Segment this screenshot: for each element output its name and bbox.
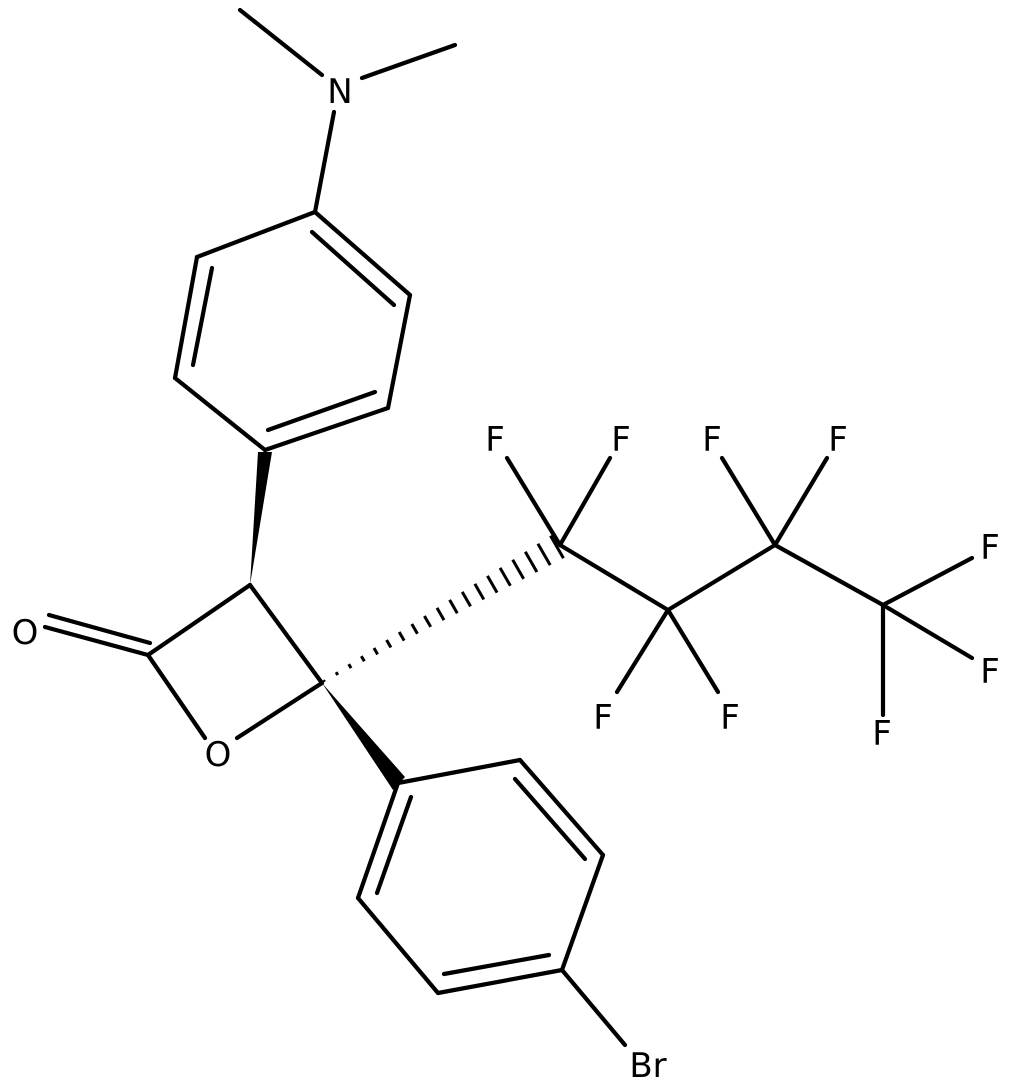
bond-ar1-a — [312, 209, 413, 298]
bond-ar2-br — [559, 967, 628, 1048]
bond-cf3-f7 — [880, 555, 975, 608]
bond-oring-c4 — [234, 680, 325, 741]
hash-segment — [372, 647, 379, 656]
hash-segment — [460, 591, 472, 608]
bond-cf3-f8 — [880, 602, 975, 661]
wedge-c4-aryl — [322, 683, 405, 790]
bond-cf2a-cf2b — [557, 542, 671, 613]
atom-f8: F — [980, 652, 1000, 692]
hash-segment — [536, 543, 552, 566]
hash-segment — [448, 599, 459, 614]
atom-f6: F — [720, 698, 740, 738]
bond-c3-c2 — [145, 582, 253, 658]
hash-segment — [360, 655, 366, 663]
bond-cf2a-f2 — [557, 455, 613, 548]
bond-cf2b-cf2c — [665, 542, 778, 613]
bond-ar1-d — [172, 375, 268, 453]
hash-segment — [549, 534, 565, 560]
hash-segment — [347, 663, 353, 669]
hash-segment — [410, 623, 419, 635]
bond-ar1-b — [385, 292, 413, 411]
atom-n-amine: N — [327, 72, 352, 112]
hash-segment — [334, 671, 340, 676]
hash-segment — [385, 639, 393, 649]
bond-ar2-b — [517, 757, 606, 858]
atom-br: Br — [629, 1046, 666, 1086]
bond-cf2b-f5 — [614, 607, 671, 695]
bond-ar1-e-inner — [190, 265, 215, 368]
atom-f9: F — [872, 714, 892, 754]
bond-cf2c-f4 — [772, 455, 830, 548]
bond-cf2c-f3 — [719, 455, 778, 548]
bond-ar2-f-inner — [374, 794, 414, 896]
hash-segment — [498, 567, 512, 587]
bond-ar2-c — [559, 852, 606, 973]
hash-segment — [322, 679, 326, 683]
hash-segment — [511, 559, 525, 580]
hash-segment — [435, 607, 446, 621]
bond-ar2-a — [395, 757, 523, 786]
bond-ar2-d — [435, 967, 565, 996]
bond-ar1-c-inner — [265, 389, 378, 433]
atom-f4: F — [828, 420, 848, 460]
bond-n-ring1 — [312, 109, 337, 215]
bond-ar2-b-inner — [512, 776, 588, 862]
atom-labels: N O O Br F F F F F F F F F — [12, 72, 1000, 1086]
hash-bond-c4-cf2 — [322, 534, 565, 683]
bond-methyl1-n — [237, 7, 325, 78]
hash-segment — [423, 615, 433, 628]
hash-segment — [397, 631, 406, 642]
bond-ar2-f — [355, 780, 401, 901]
hash-segment — [473, 583, 486, 601]
hash-segment — [486, 575, 499, 594]
bond-ar1-f — [194, 209, 318, 260]
wedge-c3-aryl — [250, 452, 272, 585]
bond-ar2-e — [355, 895, 441, 996]
bond-c2-oring — [145, 652, 208, 741]
bond-cf2c-cf3 — [772, 542, 886, 608]
bond-cf2a-f1 — [504, 455, 563, 548]
bond-ar1-a-inner — [309, 229, 397, 308]
wedge-bonds — [250, 452, 405, 790]
atom-o-ring: O — [205, 735, 232, 775]
bond-carbonyl-a — [42, 624, 151, 658]
hash-segment — [523, 551, 539, 573]
bond-ar1-c — [262, 405, 391, 453]
bond-carbonyl-b — [46, 612, 153, 646]
bond-cf2b-f6 — [665, 607, 721, 695]
atom-f7: F — [980, 528, 1000, 568]
atom-f2: F — [611, 420, 631, 460]
bond-ar1-e — [172, 254, 200, 381]
bonds — [42, 7, 975, 1048]
bond-ar2-d-inner — [441, 952, 552, 977]
atom-f3: F — [702, 420, 722, 460]
bond-c3-c4 — [247, 582, 325, 686]
atom-o-carbonyl: O — [12, 613, 39, 653]
atom-f1: F — [485, 420, 505, 460]
bond-n-methyl2 — [359, 42, 458, 81]
atom-f5: F — [593, 698, 613, 738]
